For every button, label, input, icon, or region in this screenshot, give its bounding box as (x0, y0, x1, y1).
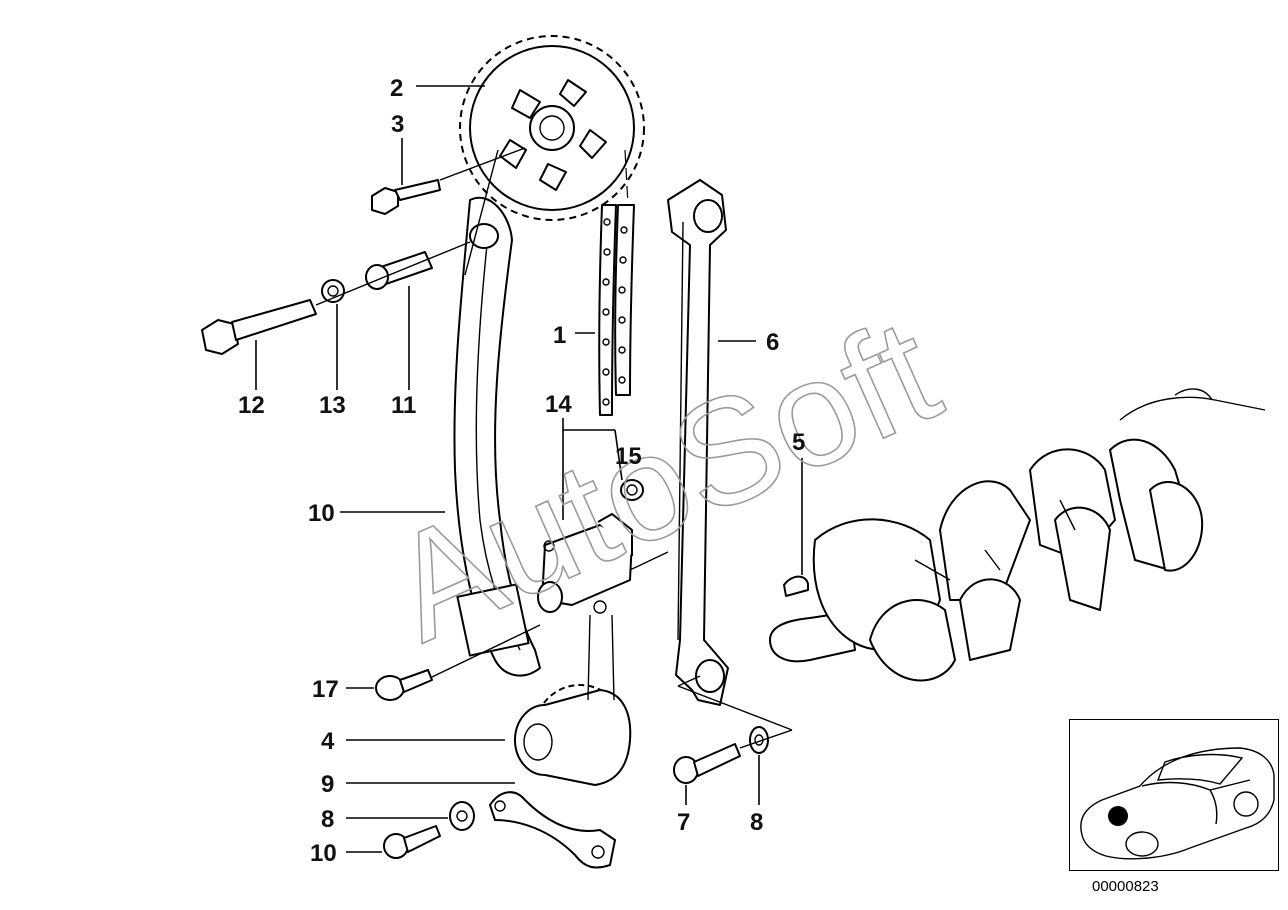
woodruff-key-5[interactable] (783, 575, 809, 597)
bolt-17[interactable] (375, 669, 433, 701)
callout-4[interactable]: 4 (321, 728, 335, 755)
car-outline-icon (1080, 747, 1275, 860)
callout-5[interactable]: 5 (792, 429, 805, 456)
bolt-10[interactable] (383, 825, 441, 859)
callout-12[interactable]: 11 (391, 392, 416, 419)
callout-1[interactable]: 1 (553, 322, 566, 349)
callout-3[interactable]: 3 (391, 111, 404, 138)
callout-11[interactable]: 10 (308, 500, 335, 527)
callout-labels: 2 3 1 6 12 13 11 14 15 5 10 17 4 9 8 10 … (238, 75, 805, 867)
diagram-id: 00000823 (1092, 878, 1159, 895)
bolt-3[interactable] (371, 179, 441, 215)
vehicle-thumbnail[interactable] (1069, 719, 1279, 871)
callout-13[interactable]: 12 (238, 392, 265, 419)
chain-guide-lower[interactable] (489, 791, 616, 869)
crankshaft (769, 388, 1266, 682)
tensioner-rail[interactable] (453, 196, 541, 677)
callout-8-right[interactable]: 8 (750, 809, 763, 836)
callout-9[interactable]: 9 (321, 771, 334, 798)
callout-10[interactable]: 10 (310, 840, 337, 867)
crankshaft-sprocket[interactable] (514, 684, 632, 786)
washer-8-right[interactable] (749, 726, 769, 754)
callout-17[interactable]: 17 (312, 676, 339, 703)
seal-ring[interactable] (620, 479, 644, 501)
callout-8-left[interactable]: 8 (321, 806, 334, 833)
timing-chain[interactable] (598, 149, 635, 416)
bolt-13[interactable] (201, 299, 317, 355)
callout-6[interactable]: 6 (766, 329, 779, 356)
leader-lines (255, 85, 803, 853)
bolt-7[interactable] (673, 743, 741, 784)
location-marker-icon (1108, 806, 1128, 826)
callout-7[interactable]: 7 (677, 809, 690, 836)
callout-16[interactable]: 15 (615, 443, 642, 470)
washer-8-left[interactable] (449, 801, 475, 831)
chain-tensioner[interactable] (537, 513, 633, 614)
camshaft-sprocket[interactable] (459, 35, 645, 221)
callout-15[interactable]: 14 (545, 391, 572, 418)
callout-2[interactable]: 2 (390, 75, 403, 102)
guide-rail[interactable] (667, 179, 729, 706)
callout-14[interactable]: 13 (319, 392, 346, 419)
